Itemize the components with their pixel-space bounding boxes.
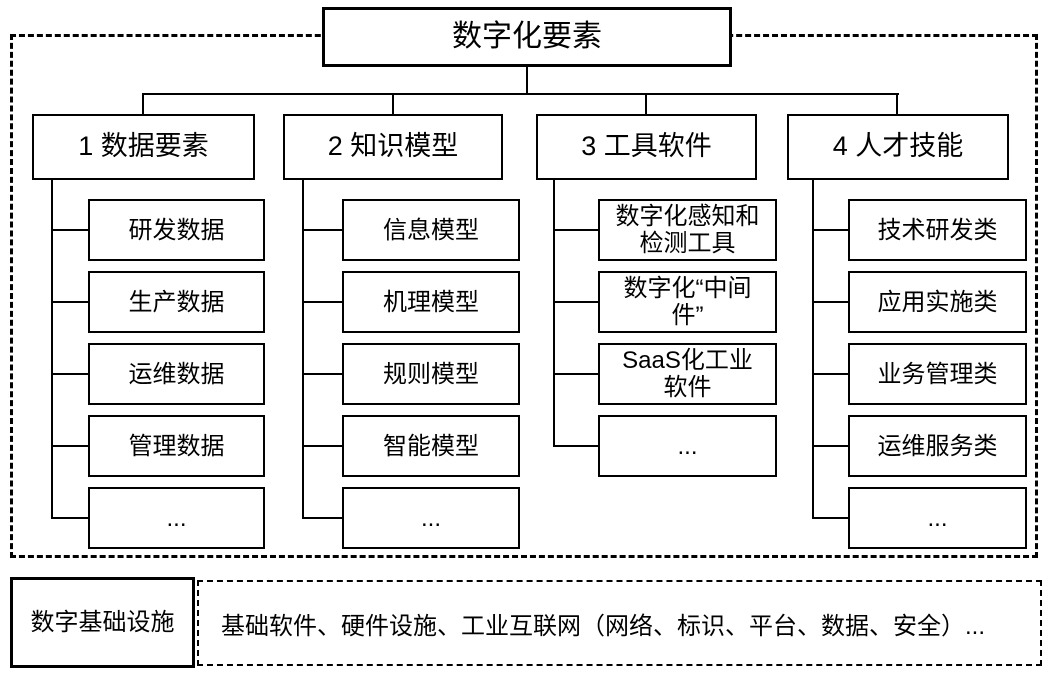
connector-stub-col4 bbox=[896, 93, 898, 114]
leaf-node: 研发数据 bbox=[88, 199, 265, 261]
category-node-knowledge-models: 2 知识模型 bbox=[283, 114, 503, 180]
leaf-node-ellipsis: ... bbox=[342, 487, 520, 549]
branch-col1-row1 bbox=[51, 229, 90, 231]
branch-col4-row5 bbox=[812, 517, 850, 519]
leaf-label: 研发数据 bbox=[128, 216, 225, 244]
leaf-node-ellipsis: ... bbox=[848, 487, 1027, 549]
leaf-label: ... bbox=[166, 504, 187, 532]
leaf-node: 技术研发类 bbox=[848, 199, 1027, 261]
connector-stub-col1 bbox=[142, 93, 144, 114]
leaf-label: 规则模型 bbox=[383, 360, 479, 388]
branch-col1-row2 bbox=[51, 301, 90, 303]
leaf-label: ... bbox=[420, 504, 441, 532]
connector-stub-col2 bbox=[392, 93, 394, 114]
leaf-label: 运维服务类 bbox=[877, 432, 998, 460]
branch-col4-row1 bbox=[812, 229, 850, 231]
leaf-label: 数字化“中间 bbox=[623, 275, 752, 302]
leaf-label: 应用实施类 bbox=[877, 288, 998, 316]
leaf-label: 机理模型 bbox=[383, 288, 479, 316]
leaf-label: 技术研发类 bbox=[877, 216, 998, 244]
leaf-label: 管理数据 bbox=[128, 432, 225, 460]
leaf-label: 业务管理类 bbox=[877, 360, 998, 388]
infrastructure-items-text: 基础软件、硬件设施、工业互联网（网络、标识、平台、数据、安全）... bbox=[221, 612, 986, 640]
leaf-node: SaaS化工业软件 bbox=[598, 343, 777, 405]
trunk-col3 bbox=[553, 180, 555, 447]
branch-col4-row4 bbox=[812, 445, 850, 447]
leaf-label-line2: 检测工具 bbox=[639, 230, 736, 257]
branch-col2-row1 bbox=[302, 229, 344, 231]
leaf-label: ... bbox=[927, 504, 948, 532]
leaf-label: 生产数据 bbox=[128, 288, 225, 316]
leaf-node: 应用实施类 bbox=[848, 271, 1027, 333]
leaf-node: 运维数据 bbox=[88, 343, 265, 405]
branch-col2-row4 bbox=[302, 445, 344, 447]
infrastructure-items-box: 基础软件、硬件设施、工业互联网（网络、标识、平台、数据、安全）... bbox=[197, 580, 1042, 666]
leaf-node: 运维服务类 bbox=[848, 415, 1027, 477]
leaf-label: 数字化感知和 bbox=[615, 203, 760, 230]
branch-col3-row1 bbox=[553, 229, 600, 231]
category-node-tool-software: 3 工具软件 bbox=[536, 114, 757, 180]
trunk-col4 bbox=[812, 180, 814, 519]
branch-col3-row2 bbox=[553, 301, 600, 303]
leaf-node: 机理模型 bbox=[342, 271, 520, 333]
category-node-data-elements: 1 数据要素 bbox=[32, 114, 255, 180]
connector-main-horizontal bbox=[142, 93, 899, 95]
branch-col1-row3 bbox=[51, 373, 90, 375]
leaf-node: 管理数据 bbox=[88, 415, 265, 477]
branch-col2-row2 bbox=[302, 301, 344, 303]
leaf-node: 智能模型 bbox=[342, 415, 520, 477]
trunk-col2 bbox=[302, 180, 304, 519]
leaf-node: 信息模型 bbox=[342, 199, 520, 261]
leaf-label-line2: 软件 bbox=[663, 374, 712, 401]
leaf-label: 智能模型 bbox=[383, 432, 479, 460]
leaf-label: 运维数据 bbox=[128, 360, 225, 388]
branch-col1-row5 bbox=[51, 517, 90, 519]
leaf-node: 规则模型 bbox=[342, 343, 520, 405]
branch-col1-row4 bbox=[51, 445, 90, 447]
leaf-node-ellipsis: ... bbox=[598, 415, 777, 477]
connector-root-stub bbox=[526, 67, 528, 94]
branch-col2-row5 bbox=[302, 517, 344, 519]
leaf-node: 数字化“中间件” bbox=[598, 271, 777, 333]
leaf-node: 业务管理类 bbox=[848, 343, 1027, 405]
leaf-node: 数字化感知和检测工具 bbox=[598, 199, 777, 261]
infrastructure-title-box: 数字基础设施 bbox=[10, 577, 195, 668]
branch-col3-row3 bbox=[553, 373, 600, 375]
root-node-digital-elements: 数字化要素 bbox=[322, 7, 732, 67]
trunk-col1 bbox=[51, 180, 53, 519]
leaf-node-ellipsis: ... bbox=[88, 487, 265, 549]
category-node-talent-skills: 4 人才技能 bbox=[787, 114, 1009, 180]
leaf-label: ... bbox=[677, 432, 698, 460]
leaf-label: SaaS化工业 bbox=[622, 347, 753, 374]
leaf-label: 信息模型 bbox=[383, 216, 479, 244]
leaf-label-line2: 件” bbox=[671, 302, 704, 329]
branch-col4-row3 bbox=[812, 373, 850, 375]
branch-col4-row2 bbox=[812, 301, 850, 303]
branch-col2-row3 bbox=[302, 373, 344, 375]
branch-col3-row4 bbox=[553, 445, 600, 447]
connector-stub-col3 bbox=[645, 93, 647, 114]
leaf-node: 生产数据 bbox=[88, 271, 265, 333]
